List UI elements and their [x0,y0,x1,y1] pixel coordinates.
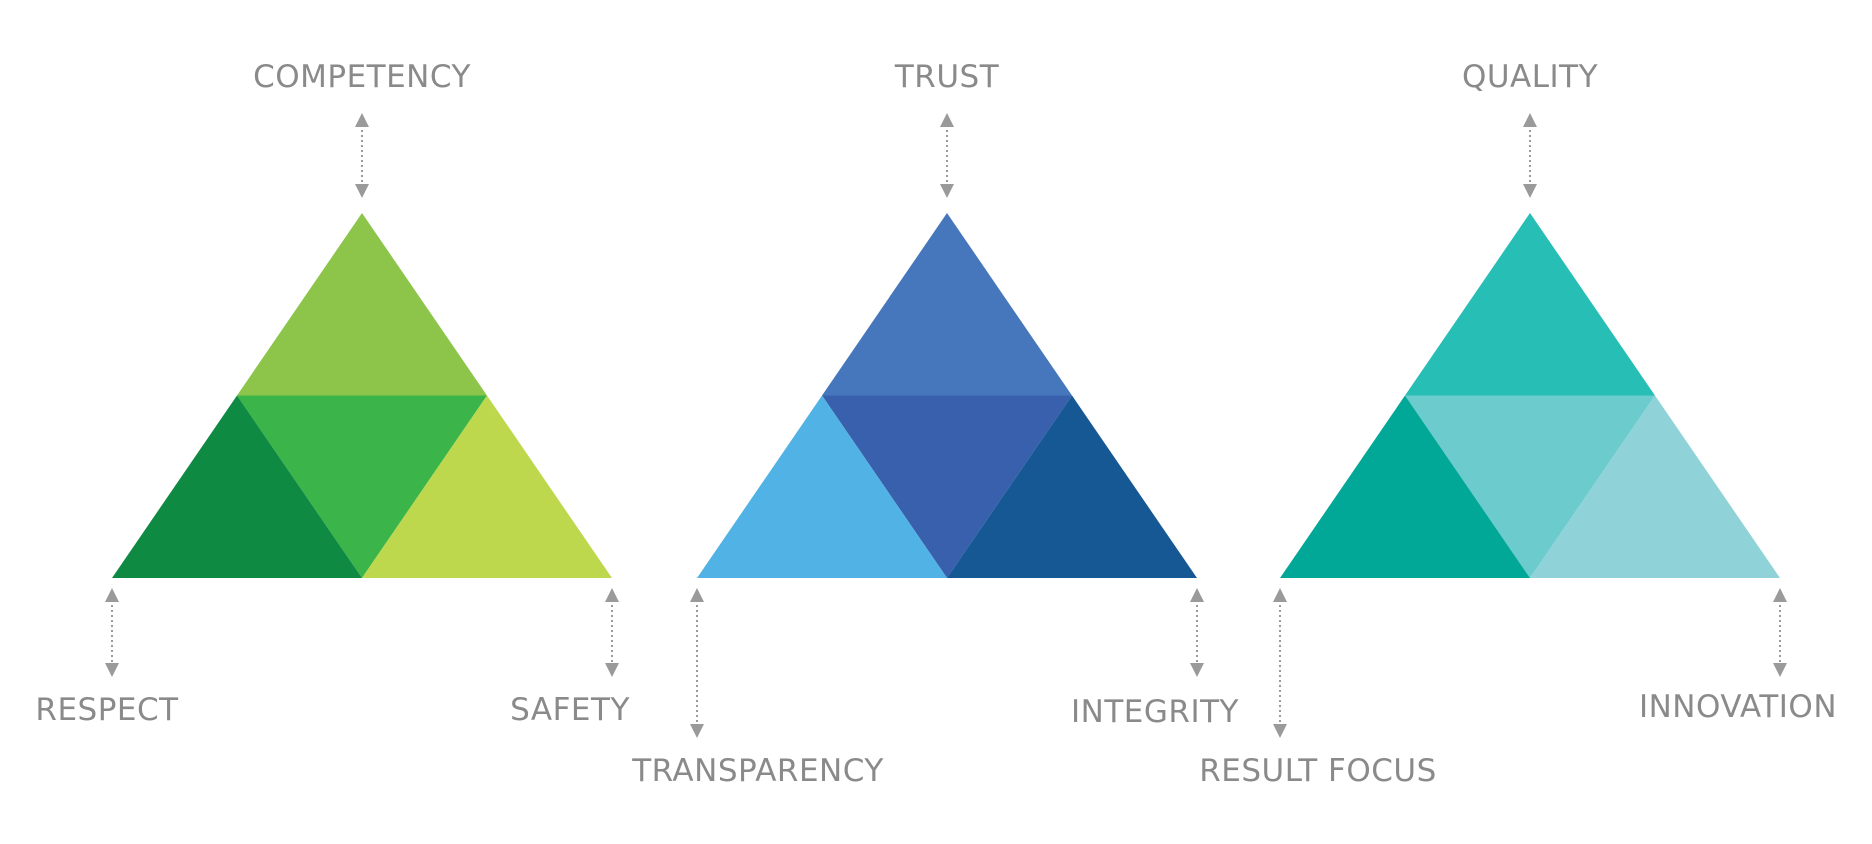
arrow-head-down-icon [940,184,954,198]
triangle-2-top-label: TRUST [894,59,1000,95]
triangle-1-left-label: RESPECT [35,692,179,728]
triangle-1-top-arrow [355,113,369,198]
arrow-head-up-icon [605,588,619,602]
triangle-3-left-label: RESULT FOCUS [1199,753,1437,789]
triangle-1-right-arrow [605,588,619,677]
triangle-group-3: QUALITY RESULT FOCUS INNOVATION [1199,59,1837,789]
arrow-head-up-icon [355,113,369,127]
arrow-head-down-icon [1523,184,1537,198]
arrow-head-up-icon [1773,588,1787,602]
triangle-3-top-segment [1405,213,1655,396]
triangle-1-center-segment [237,395,487,578]
triangle-2-right-arrow [1190,588,1204,677]
arrow-head-down-icon [690,724,704,738]
arrow-head-down-icon [1273,724,1287,738]
triangle-group-1: COMPETENCY RESPECT SAFETY [35,59,629,728]
arrow-head-up-icon [1523,113,1537,127]
triangle-2-right-segment [947,395,1197,578]
triangle-2-top-segment [822,213,1072,396]
arrow-head-down-icon [1190,663,1204,677]
arrow-head-up-icon [1273,588,1287,602]
triangle-3-right-arrow [1773,588,1787,677]
arrow-head-up-icon [940,113,954,127]
triangle-1-top-segment [237,213,487,396]
triangle-3-left-arrow [1273,588,1287,738]
arrow-head-up-icon [105,588,119,602]
arrow-head-up-icon [690,588,704,602]
triangle-2-center-segment [822,395,1072,578]
triangle-1-right-label: SAFETY [510,692,630,728]
triangle-2-right-label: INTEGRITY [1071,694,1239,730]
triangle-2-left-label: TRANSPARENCY [631,753,884,789]
triangle-1-right-segment [362,395,612,578]
triangle-1-left-segment [112,395,362,578]
triangle-3-right-segment [1530,395,1780,578]
arrow-head-down-icon [105,663,119,677]
triangle-2-left-segment [697,395,947,578]
triangle-3-center-segment [1405,395,1655,578]
triangle-group-2: TRUST TRANSPARENCY INTEGRITY [631,59,1239,789]
triangle-1-left-arrow [105,588,119,677]
arrow-head-down-icon [355,184,369,198]
triangle-1-top-label: COMPETENCY [253,59,471,95]
triangle-3-top-arrow [1523,113,1537,198]
arrow-head-down-icon [605,663,619,677]
triangle-3-left-segment [1280,395,1530,578]
triangle-2-left-arrow [690,588,704,738]
arrow-head-down-icon [1773,663,1787,677]
arrow-head-up-icon [1190,588,1204,602]
triangle-3-top-label: QUALITY [1462,59,1598,95]
triangle-2-top-arrow [940,113,954,198]
triangle-3-right-label: INNOVATION [1639,689,1837,725]
